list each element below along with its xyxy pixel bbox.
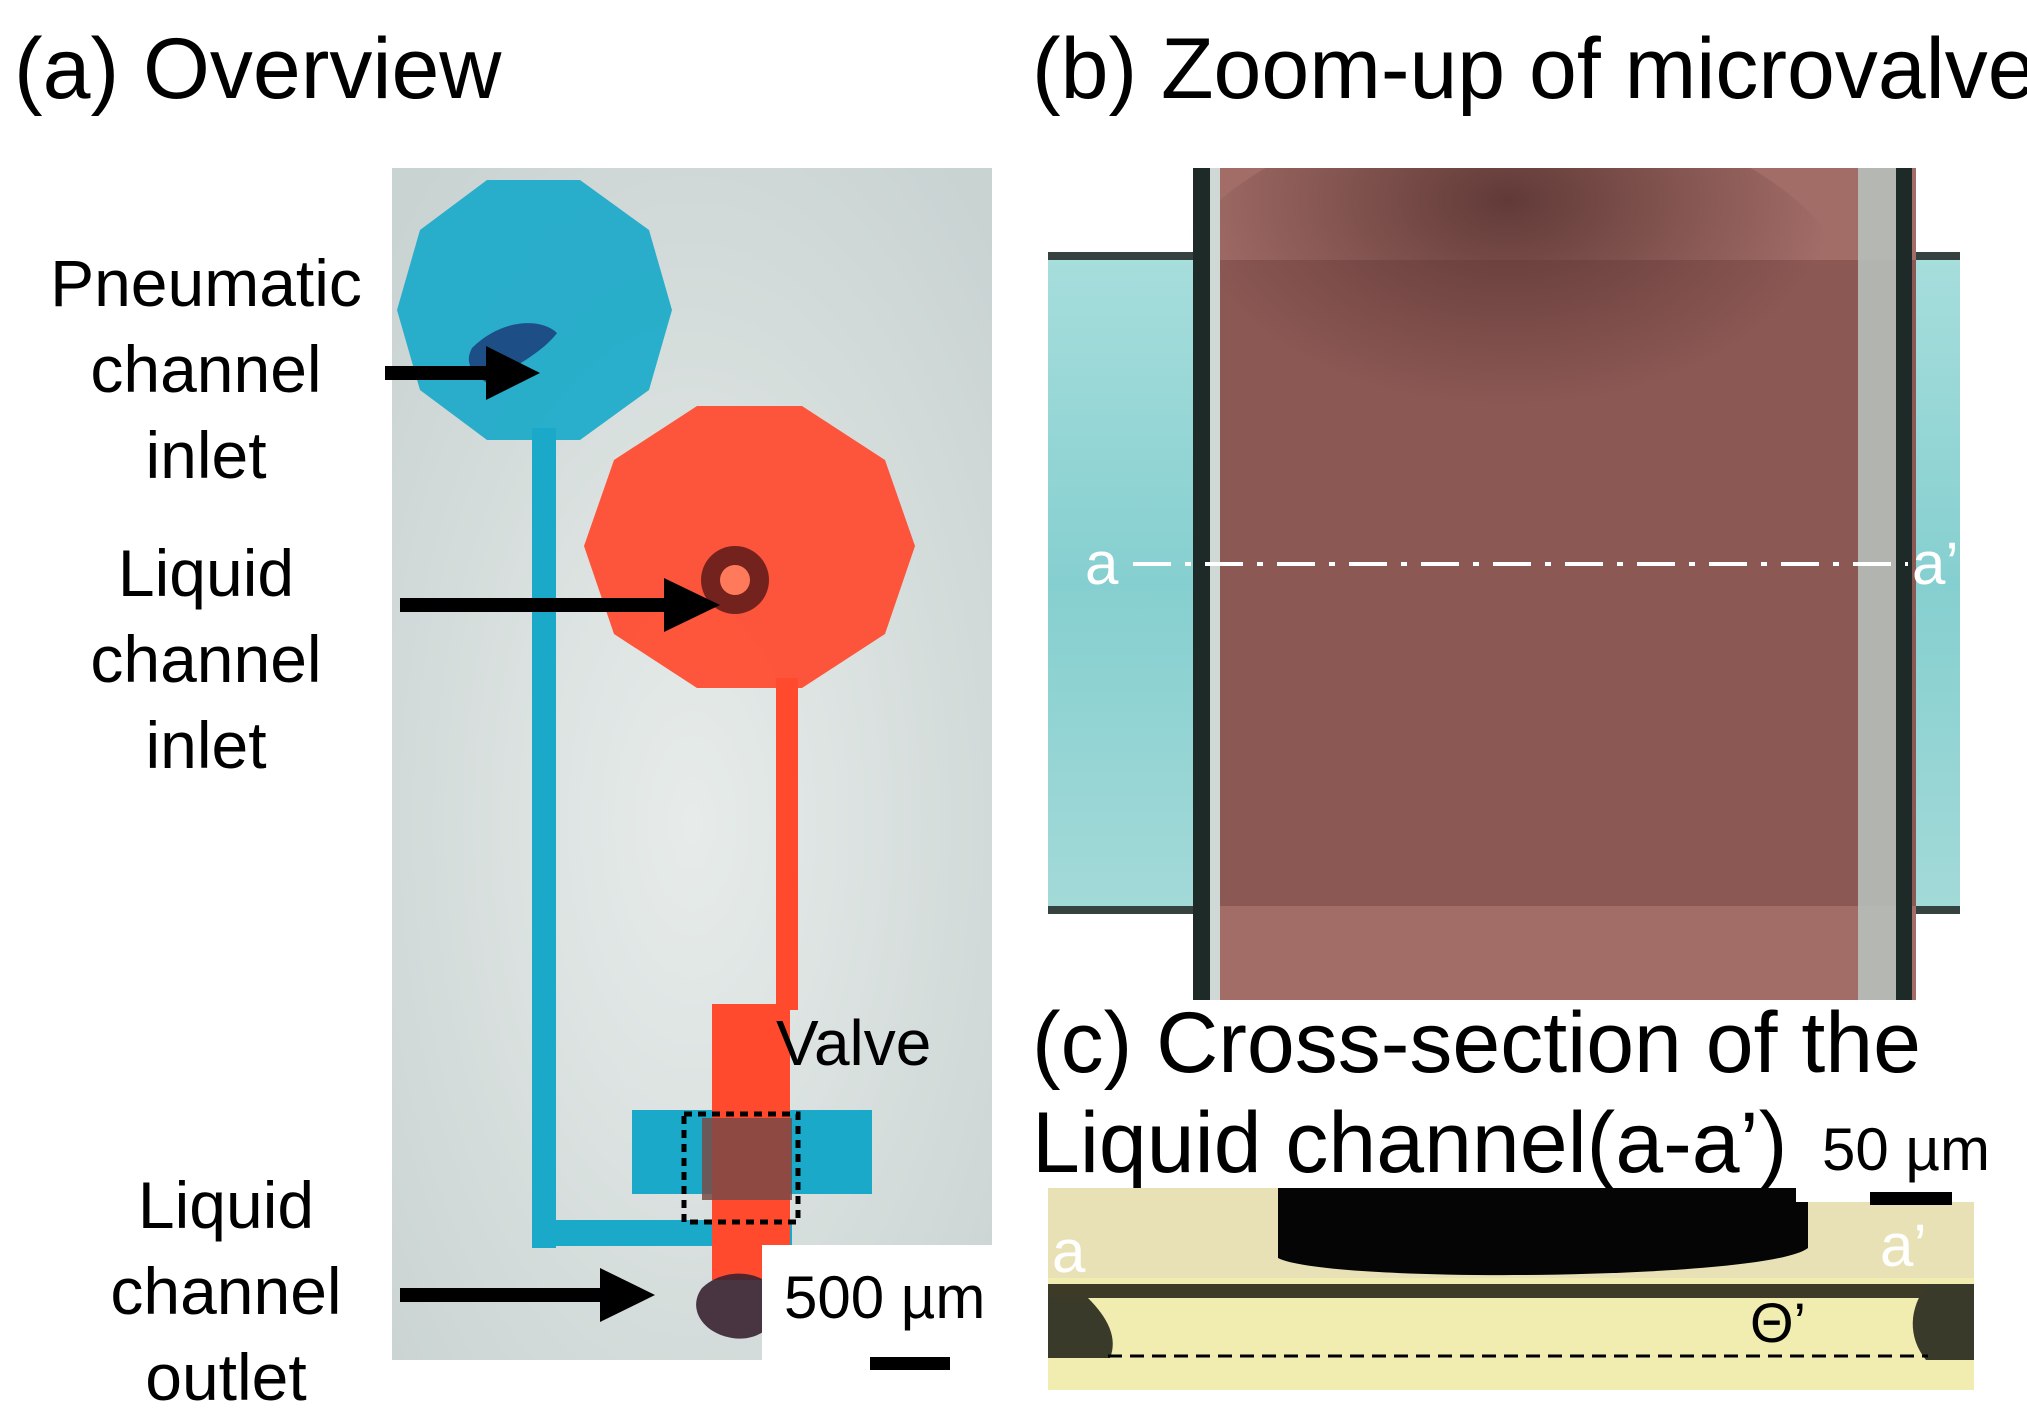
contact-angle-label: Θ’ [1750,1291,1806,1354]
cross-marker-a: a [1052,1218,1086,1285]
scalebar-cross-bar [1870,1192,1952,1205]
scalebar-overview-box [762,1245,1034,1421]
scalebar-cross-box [1796,1120,2027,1202]
zoom-marker-a-prime: a’ [1912,530,1959,597]
scalebar-overview-bar [870,1357,950,1370]
valve-dashed-box [681,1111,801,1225]
liquid-channel-cavity [1278,1188,1808,1276]
arrow-pneumatic-inlet [385,346,540,400]
liquid-inlet-label: Liquid channel inlet [90,536,322,782]
panel-c-title-line2: Liquid channel(a-a’) [1032,1095,1788,1191]
panel-a-title: (a) Overview [14,21,502,117]
liquid-outlet-label: Liquid channel outlet [110,1168,342,1414]
panel-c-title-line1: (c) Cross-section of the [1032,995,1921,1091]
zoom-marker-a: a [1085,530,1119,597]
valve-label: Valve [776,1007,932,1079]
overview-photo [392,168,992,1360]
cross-section-photo [1048,1188,1974,1390]
arrow-liquid-outlet [400,1268,655,1322]
valve-zone [702,1118,792,1200]
cross-marker-a-prime: a’ [1880,1212,1927,1279]
arrow-liquid-inlet [400,578,720,632]
zoom-photo [1048,168,1960,1000]
scalebar-cross-label: 50 µm [1822,1116,1990,1183]
scalebar-overview-label: 500 µm [784,1264,986,1331]
pneumatic-inlet-label: Pneumatic channel inlet [50,246,362,492]
panel-b-title: (b) Zoom-up of microvalve [1032,21,2027,117]
